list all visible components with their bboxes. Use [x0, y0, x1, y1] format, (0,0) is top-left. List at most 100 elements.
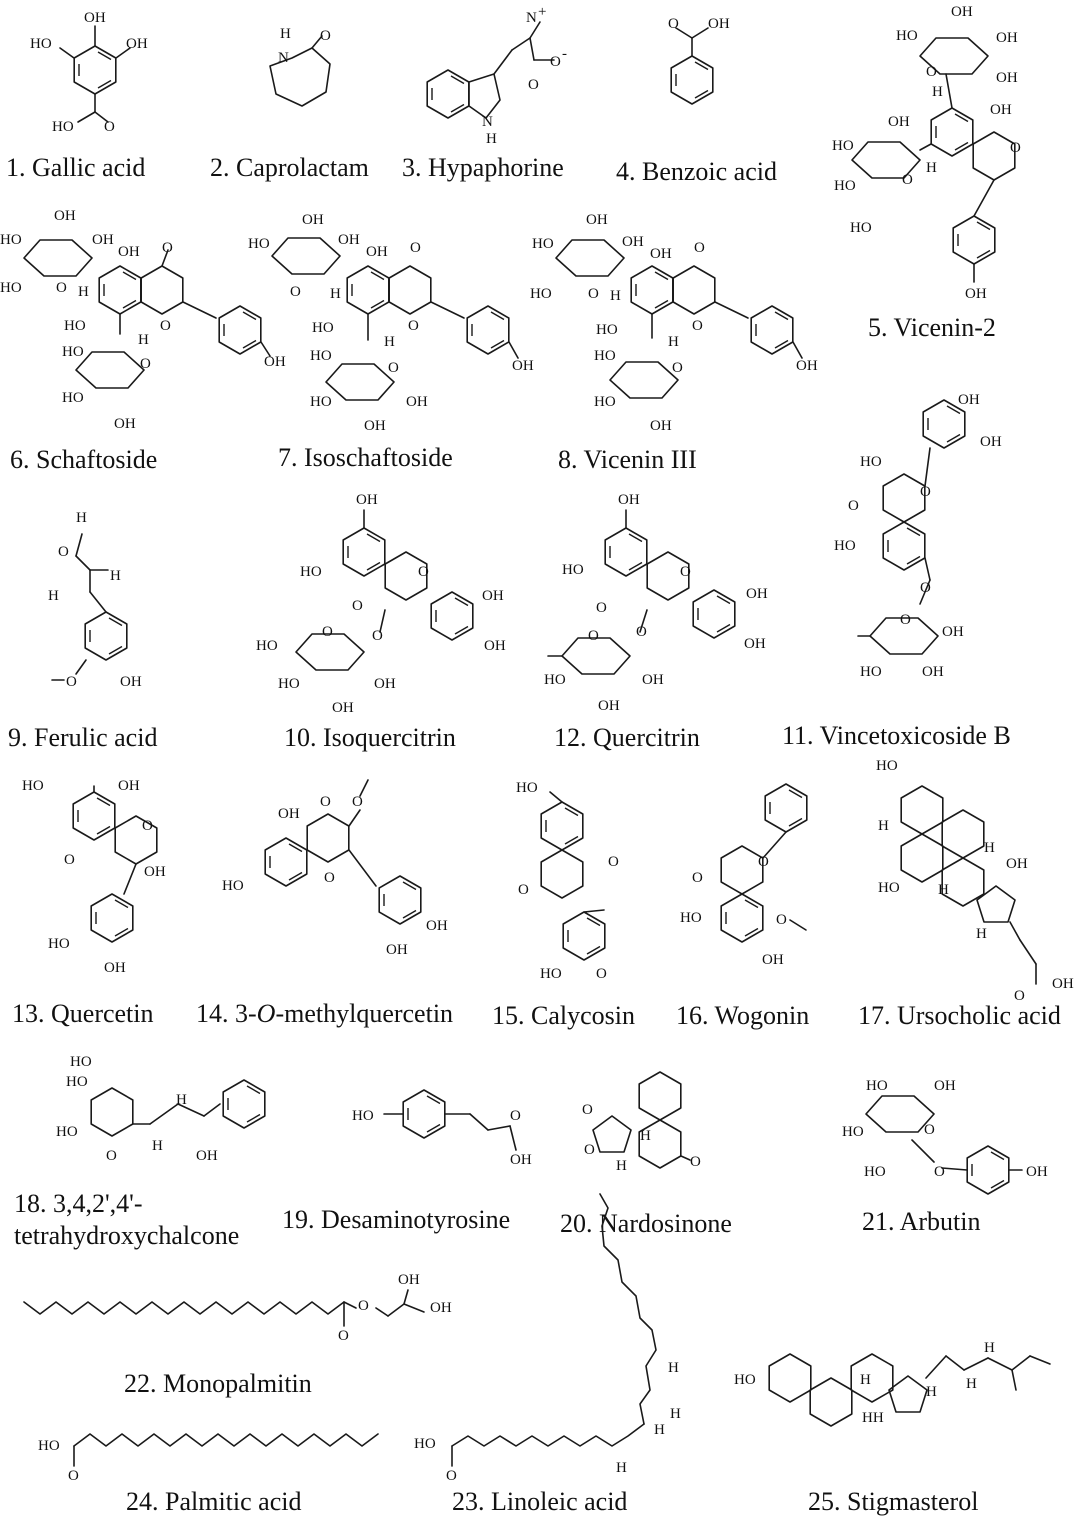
- s8-oh-2: OH: [622, 234, 644, 250]
- ferulic-o: O: [58, 544, 69, 560]
- s19-ho-1: HO: [352, 1108, 374, 1124]
- s21-oh-2: OH: [1026, 1164, 1048, 1180]
- s12-ho-2: HO: [544, 672, 566, 688]
- s6-ho-3: HO: [64, 318, 86, 334]
- structure-ferulic-acid: H O H H O OH: [48, 510, 142, 690]
- s17-oh-1: OH: [1006, 856, 1028, 872]
- s13-oh-3: OH: [104, 960, 126, 976]
- ferulic-o2: O: [66, 674, 77, 690]
- s7-ho-4: HO: [310, 394, 332, 410]
- s13-ho-1: HO: [22, 778, 44, 794]
- s14-oh-3: OH: [386, 942, 408, 958]
- s12-oh-5: OH: [598, 698, 620, 714]
- s12-ho-1: HO: [562, 562, 584, 578]
- s25-ho-1: HO: [734, 1372, 756, 1388]
- hypaphorine-plus: +: [538, 4, 546, 20]
- ferulic-h2: H: [110, 568, 121, 584]
- structure-vincetoxicoside-b: OH OH HO O O HO O O OH HO OH: [834, 392, 1002, 680]
- s6-h-1: H: [78, 284, 89, 300]
- structure-vicenin-iii: OH HO OH OH O HO O H HO O H HO O OH HO O…: [530, 212, 818, 434]
- s11-oh-3: OH: [942, 624, 964, 640]
- s6-ho-2: HO: [0, 280, 22, 296]
- s11-oh-1: OH: [958, 392, 980, 408]
- s17-ho-2: HO: [878, 880, 900, 896]
- structure-isoschaftoside: OH HO OH OH O O H HO O H HO O OH HO OH O…: [248, 212, 534, 434]
- benzoic-o: O: [668, 16, 679, 32]
- hypaphorine-nme3: N: [526, 10, 537, 26]
- s7-ho-2: HO: [312, 320, 334, 336]
- s14-o-2: O: [352, 794, 363, 810]
- s20-o-1: O: [582, 1102, 593, 1118]
- structure-arbutin: HO OH HO O HO O OH: [842, 1078, 1048, 1195]
- s7-oh-6: OH: [364, 418, 386, 434]
- s8-ho-3: HO: [596, 322, 618, 338]
- s8-oh-1: OH: [586, 212, 608, 228]
- s7-h-2: H: [384, 334, 395, 350]
- s11-ho-2: HO: [834, 538, 856, 554]
- s12-oh-3: OH: [744, 636, 766, 652]
- s25-h-2: H: [926, 1384, 937, 1400]
- label-24: 24. Palmitic acid: [126, 1487, 301, 1516]
- structure-quercetin: HO OH O OH O HO OH: [22, 778, 166, 976]
- label-14-prefix: 14. 3-: [196, 999, 257, 1028]
- s7-h-1: H: [330, 286, 341, 302]
- label-10: 10. Isoquercitrin: [284, 723, 456, 752]
- v2-ho-1: HO: [896, 28, 918, 44]
- s13-oh-1: OH: [118, 778, 140, 794]
- structure-ursocholic-acid: HO H H OH HO H H OH O: [876, 758, 1074, 1004]
- s8-h-1: H: [610, 288, 621, 304]
- label-18-line1: 18. 3,4,2',4'-: [14, 1189, 143, 1218]
- s8-o-2: O: [588, 286, 599, 302]
- v2-ho-3: HO: [834, 178, 856, 194]
- s10-o-2: O: [352, 598, 363, 614]
- structure-palmitic-acid: HO O: [38, 1433, 379, 1484]
- v2-h-1: H: [932, 84, 943, 100]
- hypaphorine-minus: -: [562, 46, 567, 62]
- s18-o-1: O: [106, 1148, 117, 1164]
- label-16: 16. Wogonin: [676, 1001, 809, 1030]
- structure-stigmasterol: HO H H H H HH: [734, 1340, 1051, 1427]
- label-19: 19. Desaminotyrosine: [282, 1205, 510, 1234]
- s7-oh-5: OH: [406, 394, 428, 410]
- s11-o-3: O: [920, 580, 931, 596]
- structure-3-o-methylquercetin: OH O O HO O OH OH: [222, 779, 448, 958]
- s22-oh-2: OH: [430, 1300, 452, 1316]
- s13-oh-2: OH: [144, 864, 166, 880]
- s18-oh-1: OH: [196, 1148, 218, 1164]
- s7-o-2: O: [290, 284, 301, 300]
- s7-oh-3: OH: [366, 244, 388, 260]
- s17-oh-2: OH: [1052, 976, 1074, 992]
- s8-o-3: O: [692, 318, 703, 334]
- s17-h-4: H: [976, 926, 987, 942]
- caprolactam-n: N: [278, 50, 289, 66]
- s6-o-1: O: [162, 240, 173, 256]
- s14-o-3: O: [324, 870, 335, 886]
- s23-h-3: H: [670, 1406, 681, 1422]
- structure-isoquercitrin: OH HO O O OH O HO O OH HO OH OH: [256, 492, 506, 716]
- s25-h-1: H: [860, 1372, 871, 1388]
- s15-ho-2: HO: [540, 966, 562, 982]
- s12-oh-1: OH: [618, 492, 640, 508]
- structure-vicenin-2: OH HO OH O OH H OH O OH HO H HO O HO OH: [832, 4, 1021, 302]
- s6-oh-1: OH: [54, 208, 76, 224]
- s8-ho-5: HO: [594, 394, 616, 410]
- s6-ho-5: HO: [62, 390, 84, 406]
- s25-h-4: H: [984, 1340, 995, 1356]
- s10-oh-5: OH: [332, 700, 354, 716]
- s17-h-3: H: [938, 882, 949, 898]
- s10-oh-3: OH: [484, 638, 506, 654]
- s8-h-2: H: [668, 334, 679, 350]
- s11-oh-2: OH: [980, 434, 1002, 450]
- label-4: 4. Benzoic acid: [616, 157, 777, 186]
- s20-o-3: O: [690, 1154, 701, 1170]
- v2-o-3: O: [902, 172, 913, 188]
- s11-o-4: O: [900, 612, 911, 628]
- label-13: 13. Quercetin: [12, 999, 154, 1028]
- label-9: 9. Ferulic acid: [8, 723, 157, 752]
- s10-o-4: O: [322, 624, 333, 640]
- s8-oh-3: OH: [650, 246, 672, 262]
- s20-h-2: H: [616, 1158, 627, 1174]
- s23-h-4: H: [668, 1360, 679, 1376]
- s14-oh-2: OH: [426, 918, 448, 934]
